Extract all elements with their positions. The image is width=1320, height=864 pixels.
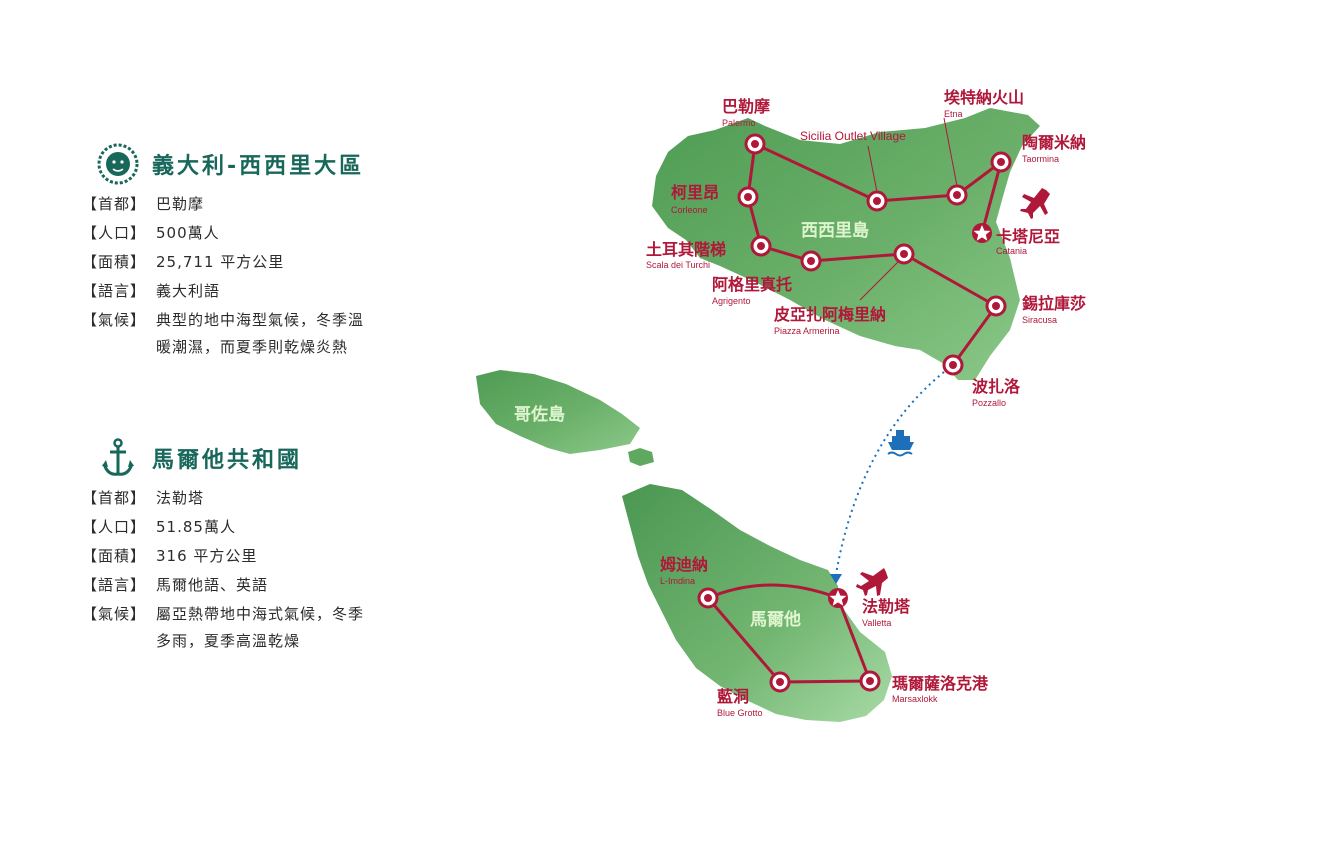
stop-en-blue-grotto: Blue Grotto bbox=[717, 708, 763, 718]
malta-row-language: 【語言】馬爾他語、英語 bbox=[82, 576, 269, 594]
stop-en-palermo: Palermo bbox=[722, 118, 756, 128]
stop-label-piazza: 皮亞扎阿梅里納 bbox=[773, 305, 886, 324]
etna-leader-line bbox=[943, 117, 958, 187]
airplane-icon bbox=[856, 568, 888, 596]
malta-row-area: 【面積】316 平方公里 bbox=[82, 547, 258, 565]
stop-marker-mdina bbox=[697, 587, 719, 609]
stop-en-siracusa: Siracusa bbox=[1022, 315, 1057, 325]
malta-info-panel: 馬爾他共和國 【首都】法勒塔 【人口】51.85萬人 【面積】316 平方公里 … bbox=[82, 438, 364, 656]
gozo-island bbox=[476, 370, 640, 454]
stop-label-valletta: 法勒塔 bbox=[862, 597, 911, 616]
malta-row-climate: 【氣候】屬亞熱帶地中海式氣候，冬季 bbox=[82, 605, 365, 623]
stop-label-agrigento: 阿格里真托 bbox=[712, 275, 792, 294]
stop-label-marsaxlokk: 瑪爾薩洛克港 bbox=[892, 674, 989, 693]
island-label-sicily: 西西里島 bbox=[801, 220, 869, 241]
stop-en-mdina: L-Imdina bbox=[660, 576, 695, 586]
italy-row-climate-cont: 暖潮濕，而夏季則乾燥炎熱 bbox=[156, 338, 349, 356]
airplane-icon bbox=[1020, 188, 1050, 219]
italy-title: 義大利-西西里大區 bbox=[152, 154, 365, 179]
comino-island bbox=[628, 448, 654, 466]
italy-info-panel: 義大利-西西里大區 【首都】巴勒摩 【人口】500萬人 【面積】25,711 平… bbox=[82, 143, 365, 362]
stop-label-blue-grotto: 藍洞 bbox=[717, 687, 749, 706]
anchor-icon bbox=[102, 438, 134, 476]
island-label-gozo: 哥佐島 bbox=[514, 404, 565, 425]
stop-marker-marsaxlokk bbox=[859, 670, 881, 692]
sicily-island bbox=[652, 108, 1040, 380]
stop-label-outlet: Sicilia Outlet Village bbox=[800, 129, 906, 143]
malta-row-population: 【人口】51.85萬人 bbox=[82, 518, 236, 536]
stop-en-etna: Etna bbox=[944, 109, 963, 119]
stop-marker-agrigento bbox=[800, 250, 822, 272]
trinacria-icon bbox=[97, 143, 139, 185]
stop-en-catania: Catania bbox=[996, 246, 1027, 256]
stop-marker-blue-grotto bbox=[769, 671, 791, 693]
stop-marker-palermo bbox=[744, 133, 766, 155]
malta-route-line bbox=[706, 583, 872, 684]
malta-row-climate-cont: 多雨，夏季高溫乾燥 bbox=[156, 632, 301, 650]
stop-label-catania: 卡塔尼亞 bbox=[996, 227, 1060, 246]
stop-marker-scala bbox=[750, 235, 772, 257]
stop-marker-etna bbox=[946, 184, 968, 206]
stop-en-marsaxlokk: Marsaxlokk bbox=[892, 694, 938, 704]
stop-label-corleone: 柯里昂 bbox=[671, 183, 719, 202]
stop-en-scala: Scala dei Turchi bbox=[646, 260, 710, 270]
stop-en-corleone: Corleone bbox=[671, 205, 708, 215]
stop-markers bbox=[697, 133, 1012, 693]
malta-heading: 馬爾他共和國 bbox=[82, 438, 364, 478]
italy-row-population: 【人口】500萬人 bbox=[82, 224, 220, 242]
star-marker-catania bbox=[972, 223, 992, 243]
stop-marker-siracusa bbox=[985, 295, 1007, 317]
stop-en-taormina: Taormina bbox=[1022, 154, 1059, 164]
stop-label-taormina: 陶爾米納 bbox=[1022, 133, 1086, 152]
stop-en-agrigento: Agrigento bbox=[712, 296, 751, 306]
ferry-route-line bbox=[835, 371, 945, 575]
stop-en-pozzallo: Pozzallo bbox=[972, 398, 1006, 408]
stop-label-etna: 埃特納火山 bbox=[944, 88, 1024, 107]
stop-label-siracusa: 錫拉庫莎 bbox=[1022, 294, 1086, 313]
italy-row-language: 【語言】義大利語 bbox=[82, 282, 221, 300]
star-marker-valletta bbox=[828, 588, 848, 608]
italy-row-capital: 【首都】巴勒摩 bbox=[82, 195, 205, 213]
stop-en-piazza: Piazza Armerina bbox=[774, 326, 840, 336]
stop-label-scala: 土耳其階梯 bbox=[646, 240, 726, 259]
stop-label-mdina: 姆迪納 bbox=[660, 555, 708, 574]
stop-marker-pozzallo bbox=[942, 354, 964, 376]
stop-en-valletta: Valletta bbox=[862, 618, 891, 628]
malta-row-capital: 【首都】法勒塔 bbox=[82, 489, 205, 507]
outlet-leader-line bbox=[867, 145, 878, 193]
stop-marker-corleone bbox=[737, 186, 759, 208]
stop-label-pozzallo: 波扎洛 bbox=[972, 377, 1021, 396]
italy-row-climate: 【氣候】典型的地中海型氣候，冬季溫 bbox=[82, 311, 365, 329]
ferry-arrow-icon bbox=[830, 574, 842, 584]
malta-island bbox=[622, 484, 892, 722]
piazza-leader-line bbox=[859, 261, 899, 301]
stop-marker-taormina bbox=[990, 151, 1012, 173]
stop-label-palermo: 巴勒摩 bbox=[722, 97, 770, 116]
stop-marker-outlet bbox=[866, 190, 888, 212]
malta-title: 馬爾他共和國 bbox=[152, 448, 303, 473]
italy-heading: 義大利-西西里大區 bbox=[82, 143, 365, 185]
island-label-malta: 馬爾他 bbox=[750, 609, 801, 630]
ship-icon bbox=[887, 430, 914, 457]
stop-marker-piazza bbox=[893, 243, 915, 265]
italy-row-area: 【面積】25,711 平方公里 bbox=[82, 253, 285, 271]
